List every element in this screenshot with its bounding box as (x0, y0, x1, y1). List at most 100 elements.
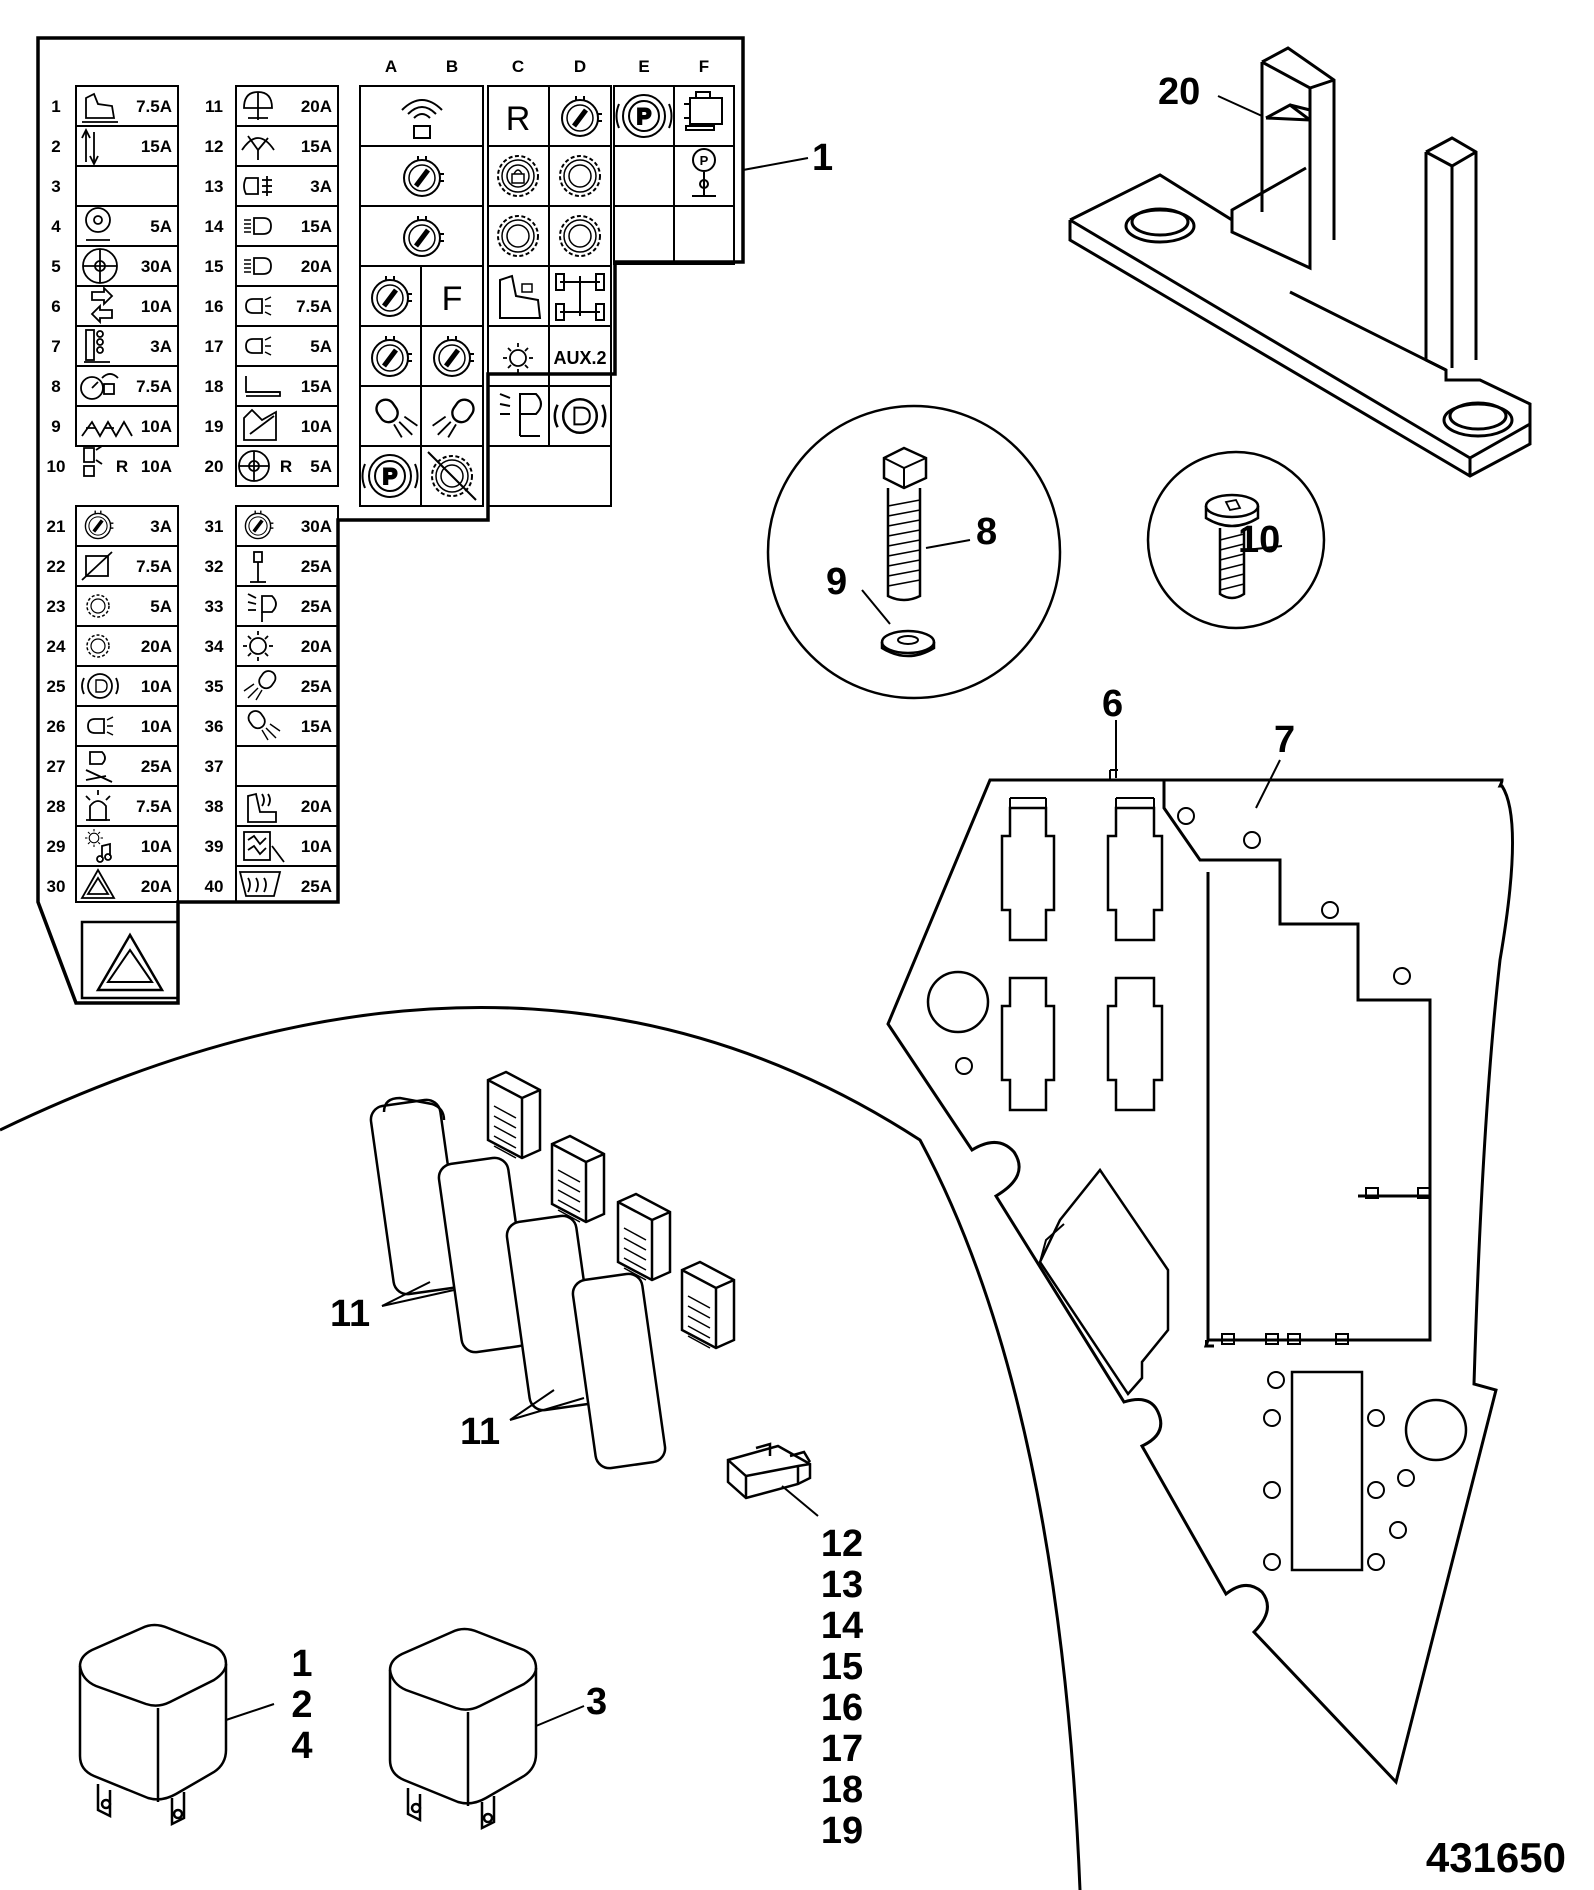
rear-fan-r-icon (238, 450, 270, 482)
fuse-rating: 20A (301, 97, 332, 116)
fuse-number: 14 (205, 217, 224, 236)
blade-fuse-callout: 17 (821, 1728, 863, 1770)
beacon-icon (85, 790, 111, 821)
fuse-rating: 3A (310, 177, 332, 196)
fuse-rating: 15A (301, 217, 332, 236)
blade-fuse-callout: 12 (821, 1523, 863, 1565)
main-beam-icon (243, 257, 272, 275)
fuse-number: 16 (205, 297, 224, 316)
wiper-pattern-icon (81, 420, 133, 438)
park-brake-axle-icon: P (692, 148, 716, 197)
fuse-rating: 10A (141, 417, 172, 436)
indicator-arrows-icon (90, 285, 114, 325)
ignition-key-icon (404, 156, 444, 196)
fuse-rating: 30A (141, 257, 172, 276)
side-lamp-icon (245, 296, 272, 316)
ignition-key-icon (404, 216, 444, 256)
fuse-number: 38 (205, 797, 224, 816)
fuse-number: 31 (205, 517, 224, 536)
fuse-rating: 7.5A (136, 557, 172, 576)
gauge-alarm-icon (80, 373, 119, 400)
callout-washer: 9 (826, 561, 847, 603)
fuse-rating: 20A (301, 797, 332, 816)
relay-callout: 4 (291, 1725, 312, 1767)
relay-icons: P (361, 91, 723, 501)
fuse-number: 35 (205, 677, 224, 696)
fuse-rating: 25A (301, 877, 332, 896)
relay-column-letter: E (638, 57, 649, 76)
fuse-number: 33 (205, 597, 224, 616)
fuse-number: 11 (205, 97, 223, 116)
relay-strip (616, 1192, 672, 1282)
gear-disabled-icon (427, 451, 477, 501)
spot-lamp-icon (371, 394, 419, 439)
fuse-rating: 10A (141, 717, 172, 736)
blade-fuse (726, 1442, 819, 1517)
callout-relay-lower: 11 (460, 1411, 500, 1453)
headlamp-warning-icon (553, 397, 607, 435)
fuse-number: 5 (51, 257, 60, 276)
fuse-number: 6 (51, 297, 60, 316)
fuse-marker: R (280, 457, 292, 476)
fuse-rating: 25A (301, 597, 332, 616)
panel-callout (742, 157, 809, 171)
relay-column-letter: D (574, 57, 586, 76)
fuse-number: 37 (205, 757, 224, 776)
fuse-number: 17 (205, 337, 224, 356)
dipped-beam-icon (243, 217, 272, 235)
interior-light-music-icon (84, 828, 112, 863)
ignition-key-icon (372, 336, 412, 376)
gear-icon (86, 594, 110, 618)
detail-arc (0, 1006, 1082, 1890)
fuse-number: 10 (47, 457, 66, 476)
blade-fuse-callout: 16 (821, 1687, 863, 1729)
fuse-number: 22 (47, 557, 66, 576)
light-icon (242, 630, 274, 662)
circuit-board-plates (886, 769, 1514, 1786)
reference-number: 431650 (1426, 1834, 1566, 1881)
fuse-number: 2 (51, 137, 60, 156)
fuse-rating: 10A (141, 457, 172, 476)
mini-relays (369, 1070, 736, 1470)
callout-bracket: 20 (1158, 71, 1200, 113)
fuse-number: 36 (205, 717, 224, 736)
fuse-number: 12 (205, 137, 224, 156)
headlamp-warning-icon (81, 673, 119, 699)
side-lamp-icon (87, 716, 114, 736)
wiper-icon (241, 135, 275, 160)
fuse-rating: 5A (150, 217, 172, 236)
blower-fan-icon (82, 248, 118, 284)
fuse-number: 32 (205, 557, 224, 576)
gear-reverse-icon (559, 215, 601, 257)
fuse-rating: 7.5A (136, 797, 172, 816)
fuse-marker: R (116, 457, 128, 476)
fuse-rating: 10A (141, 837, 172, 856)
relay-column-letter: F (699, 57, 709, 76)
plate7-leader (1255, 759, 1281, 809)
gear-icon (86, 634, 110, 658)
relay-column-letter: A (385, 57, 397, 76)
fuse-rating: 20A (301, 637, 332, 656)
bracket-leader (1217, 95, 1263, 117)
fuse-number: 34 (205, 637, 224, 656)
ignition-key-icon (243, 508, 276, 541)
fuse-rating: 10A (141, 677, 172, 696)
fuse-rating: 10A (301, 837, 332, 856)
seat-icon (82, 92, 118, 123)
relay-callout: 2 (291, 1684, 312, 1726)
axle-icon (555, 273, 605, 321)
callout-relay-upper: 11 (330, 1293, 370, 1335)
bolt-detail-circle (766, 404, 1062, 700)
fuse-rating: 25A (301, 557, 332, 576)
boom-icon (243, 408, 277, 441)
relay-strip (486, 1070, 542, 1160)
relay-glyph-r: R (506, 100, 531, 138)
fuse-rating: 3A (150, 517, 172, 536)
worklight-icon (499, 393, 542, 437)
